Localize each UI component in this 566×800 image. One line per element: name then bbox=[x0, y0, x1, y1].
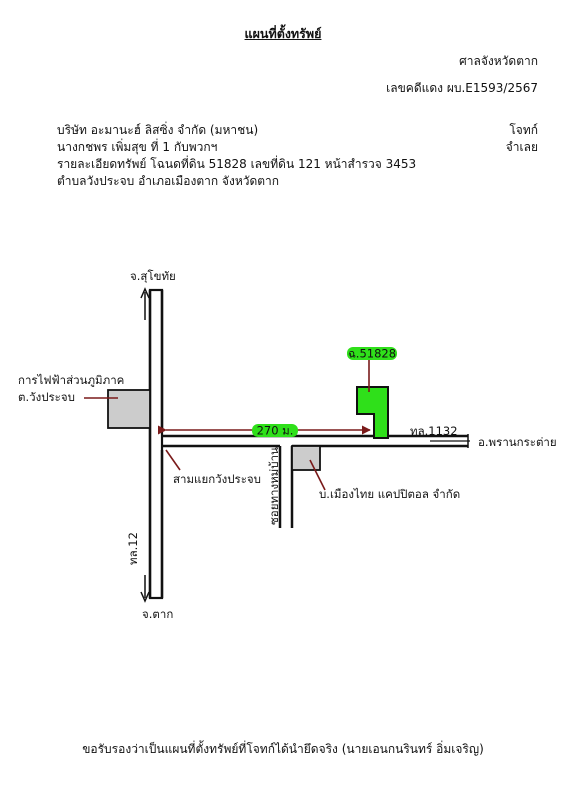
highway-1132-road bbox=[162, 434, 470, 448]
east-label: อ.พรานกระต่าย bbox=[478, 435, 557, 449]
court-name: ศาลจังหวัดตาก bbox=[459, 54, 538, 68]
property-location: ตำบลวังประจบ อำเภอเมืองตาก จังหวัดตาก bbox=[57, 174, 280, 188]
south-label: จ.ตาก bbox=[142, 607, 173, 621]
distance-label: 270 ม. bbox=[257, 424, 294, 438]
property-detail: รายละเอียดทรัพย์ โฉนดที่ดิน 51828 เลขที่… bbox=[57, 157, 417, 171]
parcel-51828 bbox=[356, 386, 389, 439]
village-road bbox=[278, 446, 294, 528]
company-label: บ.เมืองไทย แคปปิตอล จำกัด bbox=[319, 487, 460, 501]
highway-1132-label: ทล.1132 bbox=[410, 424, 458, 438]
electricity-office-label-2: ต.วังประจบ bbox=[18, 390, 75, 404]
parcel-label: ฉ.51828 bbox=[348, 347, 396, 361]
distance-label-highlight bbox=[252, 424, 298, 437]
case-number: เลขคดีแดง ผบ.E1593/2567 bbox=[386, 81, 538, 95]
junction-label: สามแยกวังประจบ bbox=[173, 472, 261, 486]
company-building bbox=[291, 445, 321, 471]
north-label: จ.สุโขทัย bbox=[130, 269, 176, 283]
defendant-name: นางกชพร เพิ่มสุข ที่ 1 กับพวกฯ bbox=[57, 140, 218, 154]
junction-pointer bbox=[165, 449, 181, 471]
electricity-office-building bbox=[107, 389, 151, 429]
highway-12-label: ทล.12 bbox=[126, 532, 140, 565]
defendant-role: จำเลย bbox=[505, 140, 538, 154]
highway-12-road bbox=[140, 287, 164, 603]
page-title: แผนที่ตั้งทรัพย์ bbox=[244, 26, 322, 41]
village-road-label: ซอยทางหมู่บ้าน bbox=[267, 447, 281, 525]
parcel-label-highlight bbox=[347, 347, 397, 360]
certification-text: ขอรับรองว่าเป็นแผนที่ตั้งทรัพย์ที่โจทก์ไ… bbox=[82, 742, 484, 756]
company-pointer bbox=[309, 459, 326, 491]
electricity-office-label: การไฟฟ้าส่วนภูมิภาค bbox=[18, 373, 124, 387]
plaintiff-role: โจทก์ bbox=[509, 123, 538, 137]
plaintiff-name: บริษัท อะมานะฮ์ ลิสซิ่ง จำกัด (มหาชน) bbox=[57, 123, 259, 137]
